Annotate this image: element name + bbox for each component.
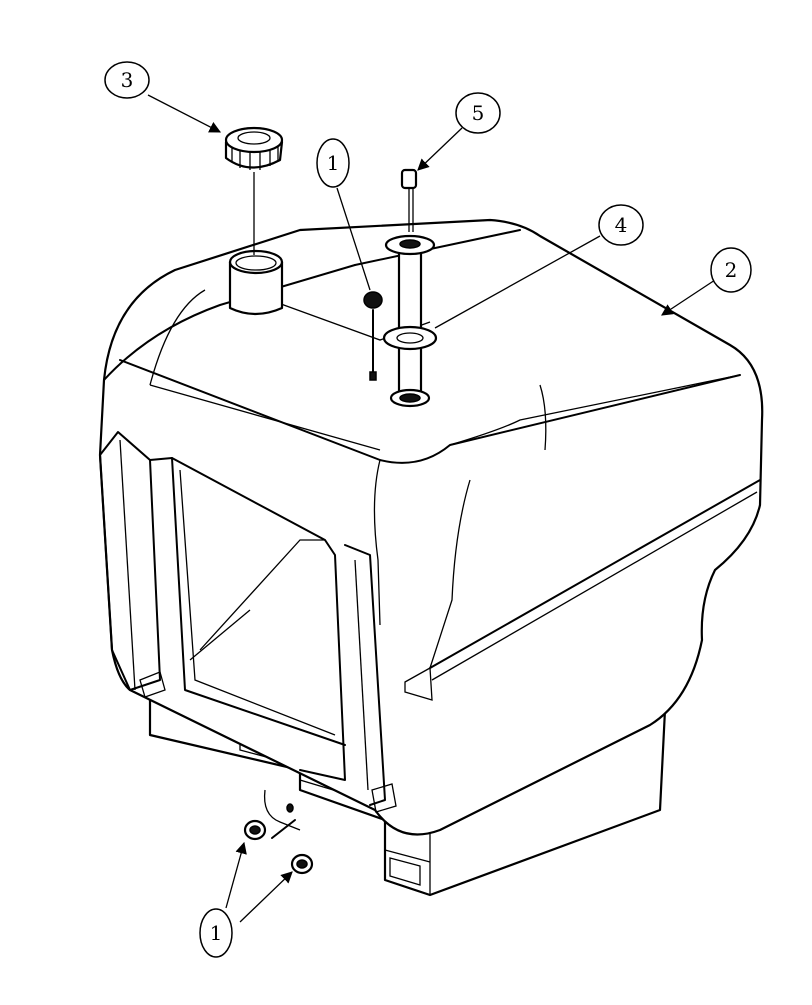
bottom-nuts bbox=[243, 789, 314, 875]
balloon-1-top-label: 1 bbox=[327, 151, 340, 175]
balloon-3-label: 3 bbox=[121, 68, 134, 92]
fuel-tank bbox=[98, 218, 764, 897]
balloon-2-label: 2 bbox=[725, 258, 738, 282]
top-nut bbox=[363, 291, 383, 381]
fuel-sender-tube bbox=[382, 234, 438, 408]
filler-neck bbox=[228, 249, 284, 316]
balloon-4-label: 4 bbox=[615, 213, 628, 237]
balloon-5: 5 bbox=[455, 92, 501, 134]
balloon-5-label: 5 bbox=[472, 101, 485, 125]
balloon-1-top: 1 bbox=[316, 138, 350, 188]
sender-plug bbox=[400, 168, 418, 232]
tank-outer-shell bbox=[98, 218, 764, 836]
balloon-4: 4 bbox=[598, 204, 644, 246]
leader-lines bbox=[147, 94, 716, 923]
balloon-2: 2 bbox=[710, 247, 752, 293]
balloon-1-bottom: 1 bbox=[199, 908, 233, 958]
balloon-1-bottom-label: 1 bbox=[210, 921, 223, 945]
filler-cap bbox=[224, 126, 284, 255]
balloon-3: 3 bbox=[104, 61, 150, 99]
